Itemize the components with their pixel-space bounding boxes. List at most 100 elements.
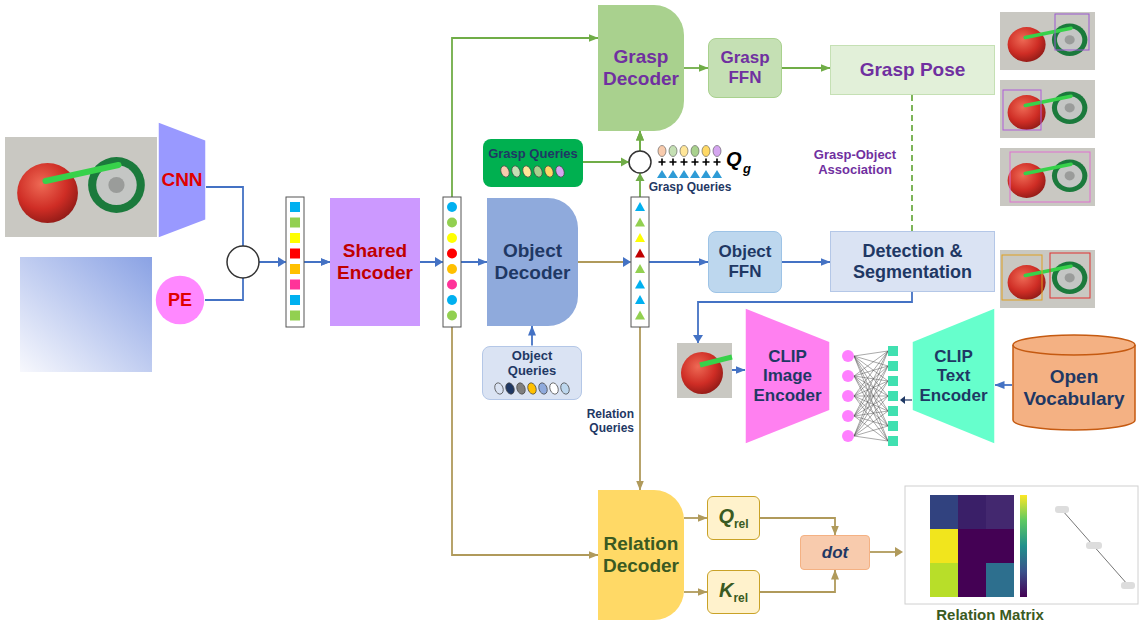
grasp-query-sum — [657, 146, 722, 179]
token-frame — [286, 197, 304, 327]
text-block: Grasp Decoder — [602, 46, 680, 90]
token — [635, 233, 645, 242]
operator-box: dot — [800, 535, 870, 570]
circle-shape — [156, 276, 205, 325]
detection-box — [1050, 253, 1090, 298]
embedding — [842, 430, 854, 442]
query-egg — [537, 382, 548, 396]
token — [635, 202, 645, 211]
query-egg — [521, 165, 532, 179]
pe-circle: PE — [155, 275, 205, 325]
annotation-label: Relation Matrix — [915, 606, 1065, 623]
token — [290, 280, 300, 290]
text-block: Object Decoder — [491, 240, 574, 284]
query-box: Grasp Queries — [483, 139, 583, 187]
token — [635, 264, 645, 273]
matrix-cell — [986, 563, 1014, 597]
plus-signs — [659, 159, 721, 166]
annotation-label: Grasp Queries — [645, 181, 735, 195]
node-label: Object Queries — [487, 349, 577, 379]
token-frame — [631, 197, 649, 327]
trapezoid-shape — [159, 123, 206, 238]
token — [447, 295, 457, 305]
embedding — [888, 346, 898, 356]
connector-arrow — [782, 261, 830, 263]
node-label: Object FFN — [713, 242, 777, 281]
embedding — [888, 391, 898, 401]
query-egg — [691, 146, 699, 157]
trapezoid-shape — [746, 309, 830, 444]
token — [447, 311, 457, 321]
arrow-head — [623, 257, 631, 267]
node-label: CLIP Text Encoder — [918, 347, 989, 406]
token — [447, 218, 457, 228]
token-column — [443, 197, 461, 327]
node-label: Relation Decoder — [602, 533, 680, 577]
database-cylinder: Open Vocabulary — [1012, 335, 1136, 430]
encoder-trapezoid: CLIP Image Encoder — [745, 308, 830, 444]
token — [447, 233, 457, 243]
merge-circle — [227, 246, 259, 278]
graph-node — [1055, 506, 1069, 513]
output-box: Detection & Segmentation — [830, 231, 995, 292]
token — [635, 249, 645, 258]
panel-frame — [905, 486, 1138, 604]
connector-arrow — [205, 262, 330, 300]
symbol-text: Q — [718, 505, 734, 527]
grasp-box — [1010, 152, 1090, 202]
merge-circle — [629, 151, 651, 173]
token-frame — [443, 197, 461, 327]
matrix-cell — [930, 563, 958, 597]
text-block: Object FFN — [713, 242, 777, 281]
text-block: Open Vocabulary — [1018, 366, 1130, 410]
token — [290, 311, 300, 321]
toothbrush — [700, 357, 732, 365]
node-label: dot — [822, 543, 848, 563]
embedding — [888, 406, 898, 416]
cylinder-rim — [1013, 345, 1135, 355]
relation-matrix-panel — [905, 486, 1138, 604]
arrow-head — [895, 547, 903, 557]
encoder-box: Shared Encoder — [330, 198, 420, 326]
arrow-head — [621, 158, 629, 167]
query-egg — [543, 165, 554, 179]
input-photo — [5, 137, 157, 237]
token — [447, 202, 457, 212]
query-egg — [702, 146, 710, 157]
embedding — [888, 361, 898, 371]
grasp-box — [1055, 14, 1089, 50]
token — [290, 233, 300, 243]
token — [635, 311, 645, 320]
query-egg — [658, 146, 666, 157]
grasp-box — [1003, 90, 1041, 130]
detection-box — [1002, 255, 1042, 300]
annotation-label: Q — [726, 148, 742, 171]
annotation-label: g — [743, 162, 751, 177]
token — [635, 280, 645, 289]
encoder-trapezoid: CLIP Text Encoder — [912, 308, 995, 444]
matrix-cell — [986, 495, 1014, 529]
node-label: Grasp Decoder — [602, 46, 680, 90]
query-egg — [526, 382, 537, 396]
matrix-cell — [958, 563, 986, 597]
result-photo — [1000, 80, 1095, 138]
image-embeddings — [842, 350, 854, 442]
connector-arrow — [531, 326, 533, 346]
embedding — [842, 370, 854, 382]
connector-arrow — [911, 95, 913, 231]
node-label: CLIP Image Encoder — [751, 347, 824, 406]
query-egg — [532, 165, 543, 179]
query-egg — [493, 382, 504, 396]
text-block: Object Queries — [487, 349, 577, 397]
token — [635, 295, 645, 304]
node-label: Object Decoder — [491, 240, 574, 284]
matrix-cell — [986, 529, 1014, 563]
graph-edge — [1062, 510, 1128, 585]
embedding — [842, 390, 854, 402]
matrix-box: Krel — [707, 570, 760, 614]
connector-arrow — [684, 517, 707, 519]
subscript-text: rel — [734, 517, 749, 531]
crop-photo — [677, 343, 732, 398]
text-embeddings — [888, 346, 898, 446]
